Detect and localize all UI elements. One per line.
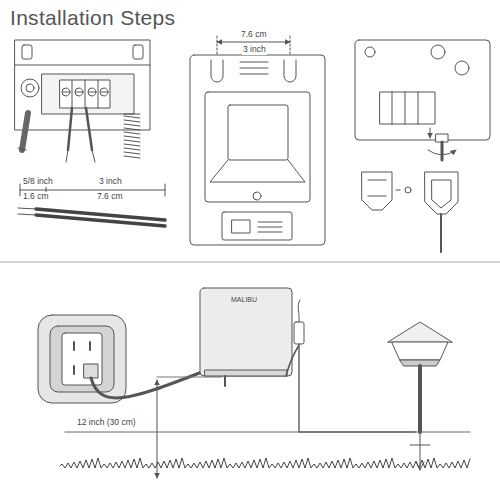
dimension-label: 3 inch: [98, 177, 123, 187]
dimension-label: 3 inch: [242, 45, 267, 55]
brand-logo: MALIBU: [230, 296, 258, 304]
path-light: [388, 322, 452, 470]
dimension-label: 7.6 cm: [240, 30, 268, 40]
terminal-closeup: [15, 40, 150, 162]
dimension-label: 7.6 cm: [96, 192, 124, 202]
dimension-label: 5/8 inch: [22, 177, 54, 187]
mounting-plate: [190, 36, 325, 245]
dimension-label: 1.6 cm: [22, 192, 50, 202]
depth-label: 12 inch (30 cm): [76, 418, 137, 428]
grass-texture: [60, 458, 470, 468]
wire-strip-dimension: [18, 184, 165, 226]
terminal-and-clip: [355, 40, 490, 252]
ground-line: [65, 432, 470, 433]
diagram-title: Installation Steps: [10, 6, 175, 30]
transformer: [200, 288, 292, 386]
outlet: [38, 315, 126, 403]
power-cord: [91, 372, 202, 398]
